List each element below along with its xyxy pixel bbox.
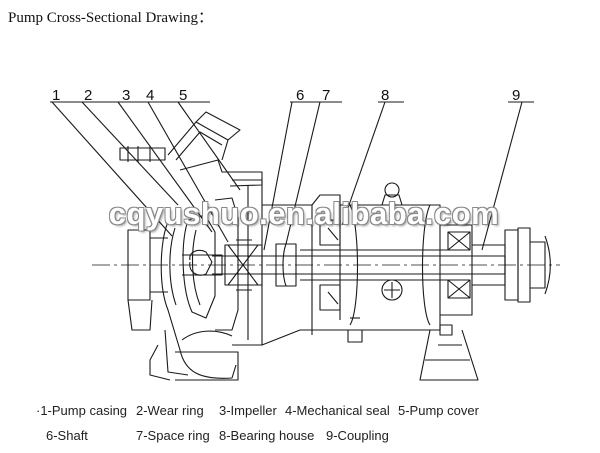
callout-7: 7 bbox=[322, 87, 331, 104]
callout-6: 6 bbox=[296, 87, 305, 104]
callout-4: 4 bbox=[146, 87, 155, 104]
callout-1: 1 bbox=[52, 87, 61, 104]
callout-2: 2 bbox=[84, 87, 93, 104]
callout-9: 9 bbox=[512, 87, 521, 104]
callout-3: 3 bbox=[122, 87, 131, 104]
callout-5: 5 bbox=[179, 87, 188, 104]
watermark: cqyushuo.en.alibaba.com bbox=[108, 196, 500, 231]
callout-8: 8 bbox=[381, 87, 390, 104]
figure-title: Pump Cross-Sectional Drawing： bbox=[8, 10, 213, 26]
